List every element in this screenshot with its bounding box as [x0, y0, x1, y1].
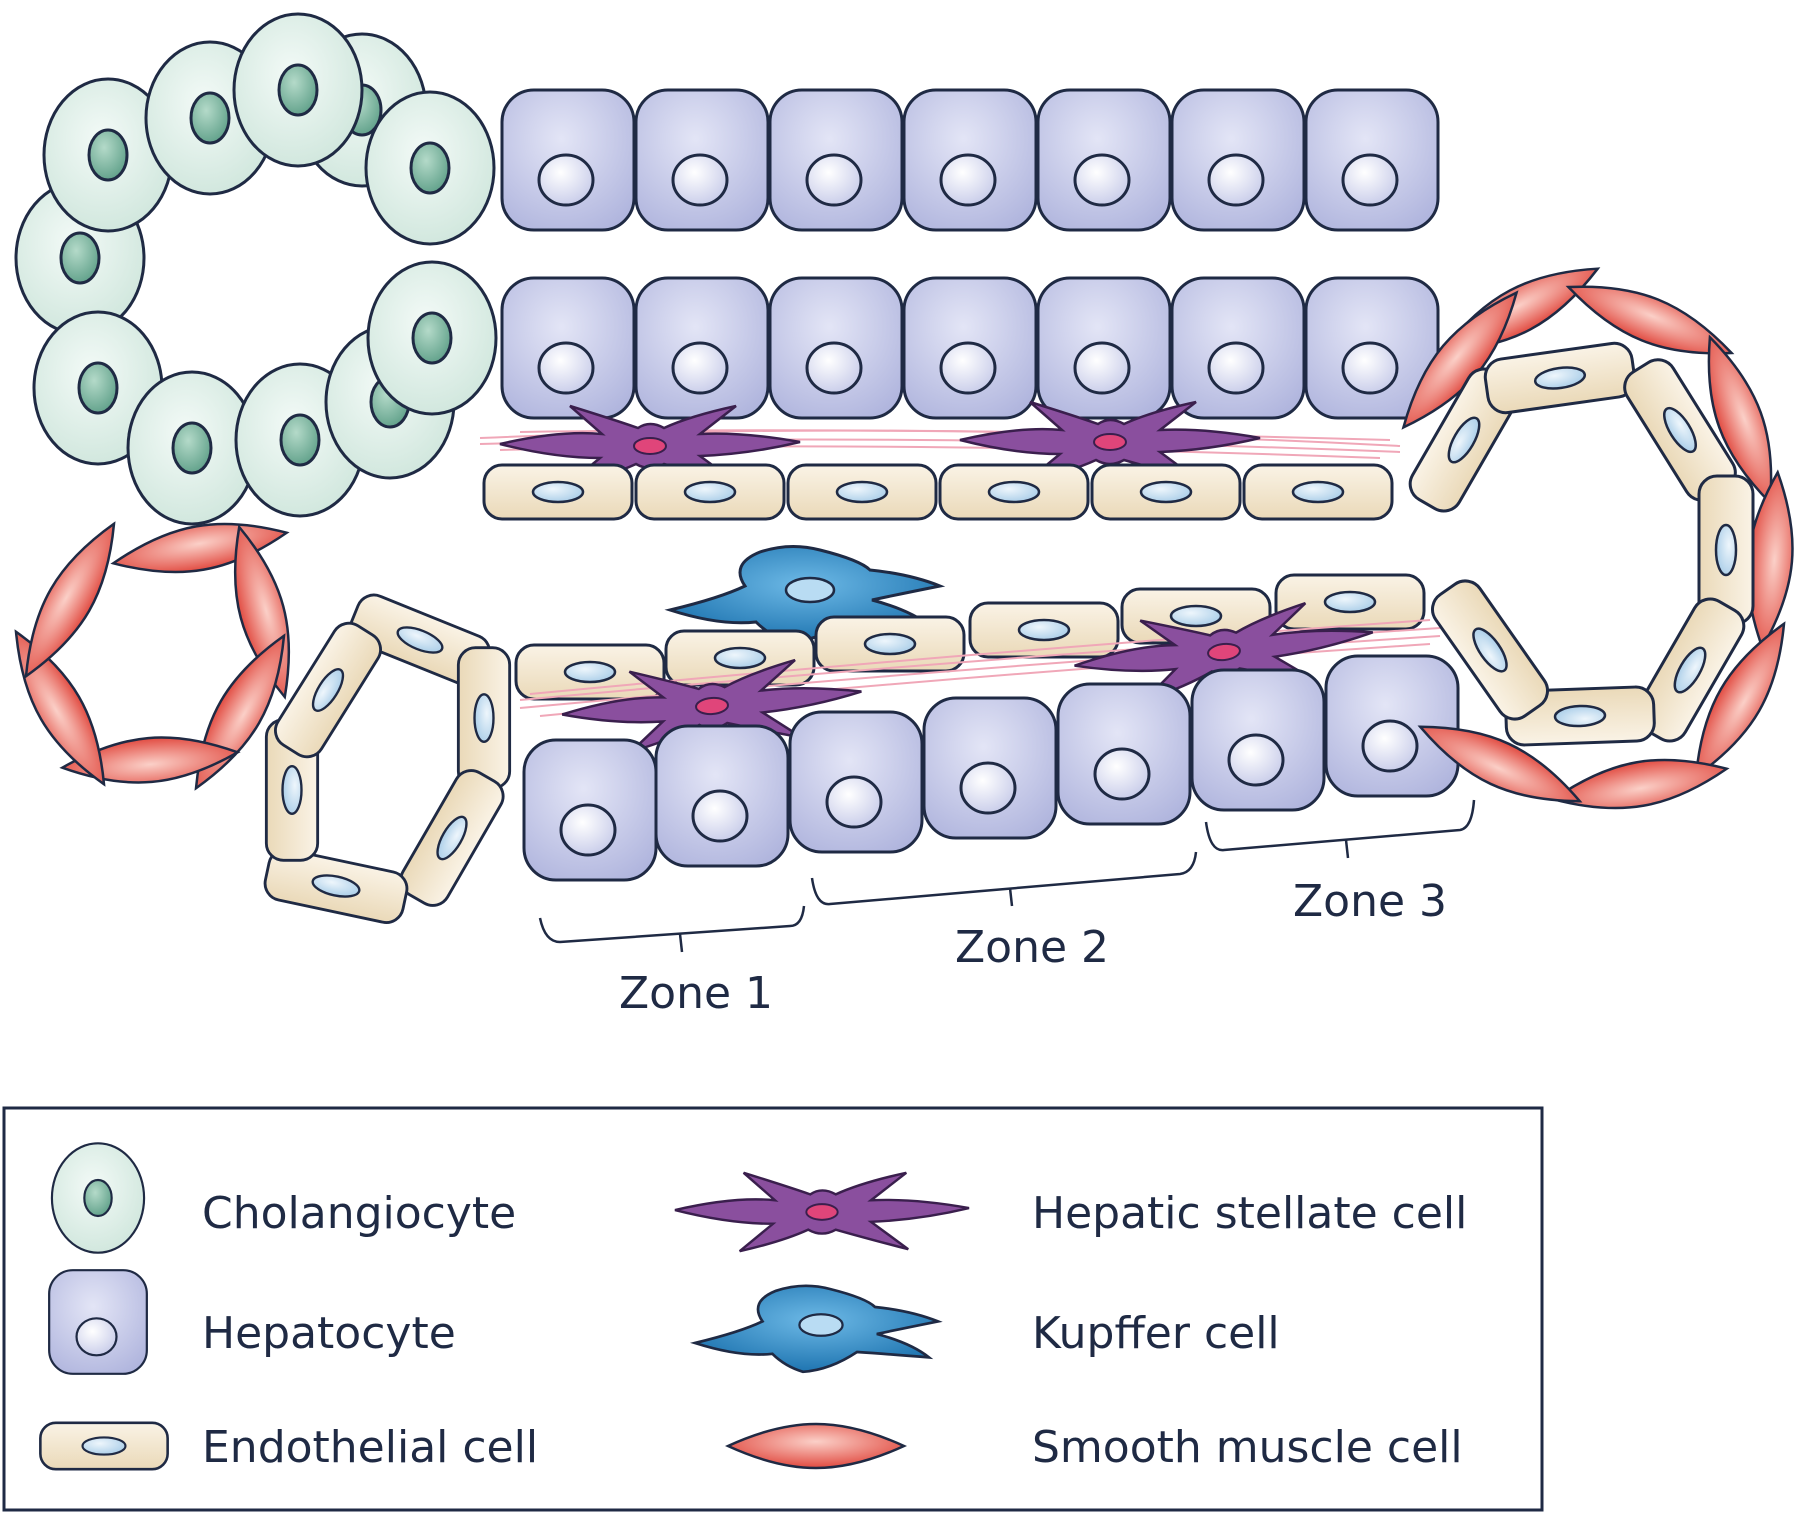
endothelial-row-top	[482, 463, 1394, 521]
hepatocyte-icon	[48, 1269, 148, 1375]
zone-3-bracket	[1204, 799, 1476, 852]
endothelial-cell	[514, 643, 666, 701]
bile-duct	[14, 12, 498, 526]
zone-2-label: Zone 2	[955, 922, 1109, 973]
hepatocyte	[1036, 88, 1172, 232]
hepatocyte	[902, 276, 1038, 420]
zone-1-bracket	[538, 905, 806, 944]
hepatocyte	[634, 88, 770, 232]
hepatocyte	[922, 696, 1058, 840]
legend-item-cholangiocyte: Cholangiocyte	[50, 1142, 516, 1254]
hepatocyte-row-top-1	[500, 88, 1440, 232]
legend-item-endothelial-cell: Endothelial cell	[39, 1421, 538, 1473]
legend-item-hepatocyte: Hepatocyte	[48, 1269, 456, 1375]
hepatocyte	[654, 724, 790, 868]
endothelial-cell	[634, 463, 786, 521]
hepatocyte	[1170, 276, 1306, 420]
zone-1-bracket-tick	[678, 933, 684, 953]
cholangiocyte	[366, 260, 498, 416]
endothelial-cell	[938, 463, 1090, 521]
endothelial-cell-icon	[39, 1421, 169, 1471]
zone-3-label: Zone 3	[1293, 876, 1447, 927]
endothelial-cell	[456, 646, 512, 790]
hepatocyte	[902, 88, 1038, 232]
hepatocyte	[1056, 682, 1192, 826]
legend-label-endothelial-cell: Endothelial cell	[202, 1422, 538, 1473]
hepatocyte	[500, 88, 636, 232]
endothelial-cell	[482, 463, 634, 521]
cholangiocyte-icon	[50, 1142, 146, 1254]
legend: Cholangiocyte Hepatocyte Endothelial cel…	[2, 1106, 1544, 1512]
hepatocyte	[634, 276, 770, 420]
hepatocyte	[1036, 276, 1172, 420]
legend-label-smooth-muscle-cell: Smooth muscle cell	[1032, 1422, 1463, 1473]
zone-2-bracket	[810, 851, 1198, 906]
cholangiocyte	[232, 12, 364, 168]
cholangiocyte	[364, 90, 496, 246]
legend-label-cholangiocyte: Cholangiocyte	[202, 1188, 516, 1239]
hepatocyte	[768, 88, 904, 232]
portal-vessel-endothelium	[260, 588, 512, 928]
hepatocyte-row-top-2	[500, 276, 1440, 420]
endothelial-cell	[1481, 339, 1639, 417]
central-vein	[1385, 248, 1800, 823]
zone-2-bracket-tick	[1008, 887, 1014, 907]
endothelial-cell	[1274, 573, 1426, 631]
hepatocyte	[522, 738, 658, 882]
hepatocyte	[1190, 668, 1326, 812]
legend-label-kupffer-cell: Kupffer cell	[1032, 1308, 1280, 1359]
hepatocyte	[1304, 88, 1440, 232]
endothelial-cell	[786, 463, 938, 521]
hepatocyte	[1324, 654, 1460, 798]
endothelial-cell	[393, 762, 511, 914]
legend-item-kupffer-cell: Kupffer cell	[693, 1284, 1280, 1374]
endothelial-cell	[1090, 463, 1242, 521]
legend-label-hepatocyte: Hepatocyte	[202, 1308, 456, 1359]
small-vessel-smooth-muscle-ring	[0, 509, 308, 801]
hepatocyte	[1170, 88, 1306, 232]
hepatocyte	[788, 710, 924, 854]
legend-item-hepatic-stellate-cell: Hepatic stellate cell	[673, 1171, 1467, 1253]
zone-3-bracket-tick	[1344, 839, 1350, 859]
zone-1-label: Zone 1	[619, 968, 773, 1019]
legend-label-hepatic-stellate-cell: Hepatic stellate cell	[1032, 1188, 1467, 1239]
legend-item-smooth-muscle-cell: Smooth muscle cell	[726, 1422, 1463, 1473]
hepatocyte	[500, 276, 636, 420]
hepatocyte	[768, 276, 904, 420]
endothelial-cell	[1242, 463, 1394, 521]
zone-brackets	[538, 799, 1476, 953]
